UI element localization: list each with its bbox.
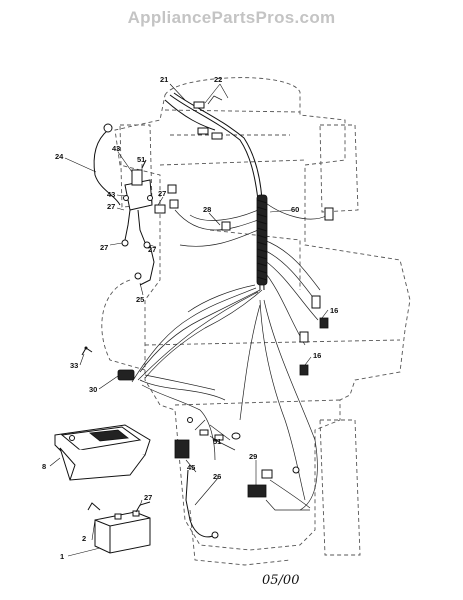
callouts: 21 22 24 43 51 43 27 27 27 27 28 60 25 1… [42,75,338,561]
main-harness [131,92,329,511]
ignition-switch [121,159,179,286]
ground-lead [93,123,121,206]
callout-43: 43 [107,190,115,199]
battery-box [54,424,151,481]
callout-2: 2 [82,534,86,543]
callout-1: 1 [60,552,64,561]
callout-8: 8 [42,462,46,471]
callout-21: 21 [160,75,168,84]
callout-22: 22 [214,75,222,84]
callout-27: 27 [158,189,166,198]
callout-27: 27 [144,493,152,502]
callout-45: 45 [187,463,195,472]
date-code: 05/00 [262,573,299,588]
watermark: AppliancePartsPros.com [127,8,336,27]
leader-lines [49,83,329,557]
battery [87,501,151,554]
top-connectors [193,95,223,140]
frame-outline [101,77,411,566]
callout-28: 28 [203,205,211,214]
callout-27: 27 [100,243,108,252]
callout-29: 29 [249,452,257,461]
callout-43: 43 [112,144,120,153]
right-switches [221,207,334,376]
coiled-conduit [256,194,268,286]
callout-16: 16 [313,351,321,360]
lower-components [174,417,311,539]
left-connectors [81,346,135,381]
callout-16: 16 [330,306,338,315]
callout-26: 26 [213,472,221,481]
callout-25: 25 [136,295,144,304]
callout-27: 27 [107,202,115,211]
callout-51: 51 [137,155,145,164]
callout-60: 60 [291,205,299,214]
callout-30: 30 [89,385,97,394]
callout-51: 51 [213,437,221,446]
callout-24: 24 [55,152,64,161]
callout-33: 33 [70,361,78,370]
callout-27: 27 [148,245,156,254]
